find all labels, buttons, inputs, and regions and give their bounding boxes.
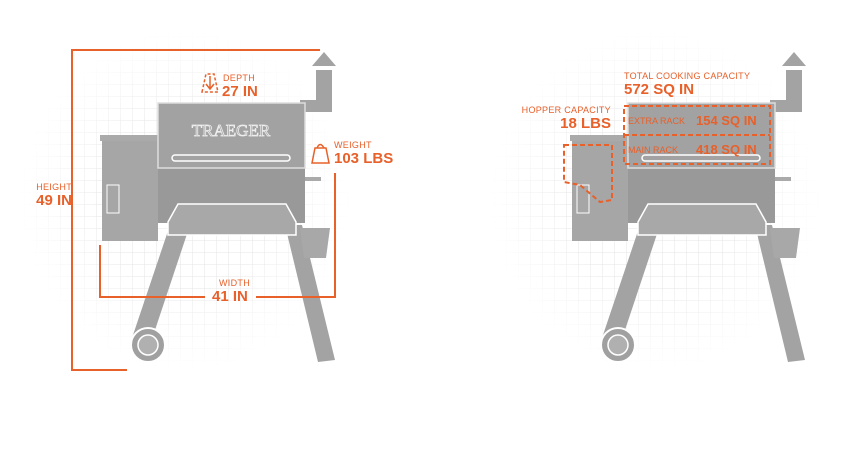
weight-label: WEIGHT [334,140,372,150]
depth-value: 27 IN [222,83,258,100]
total-capacity-value: 572 SQ IN [624,81,695,98]
height-label: HEIGHT [36,182,72,192]
main-rack-value: 418 SQ IN [696,142,757,157]
width-value: 41 IN [212,288,248,305]
depth-label: DEPTH [223,73,256,83]
weight-icon [311,143,330,164]
dimension-lines [71,49,336,371]
total-capacity-label: TOTAL COOKING CAPACITY [624,71,751,81]
extra-rack-value: 154 SQ IN [696,113,757,128]
height-value: 49 IN [36,192,72,209]
weight-value: 103 LBS [334,150,394,167]
hopper-capacity-value: 18 LBS [560,115,611,132]
capacity-outlines [563,105,771,204]
brand-logo: TRAEGER [192,121,271,140]
extra-rack-label: EXTRA RACK [628,116,686,126]
depth-icon [201,73,219,93]
width-label: WIDTH [219,278,250,288]
hopper-capacity-label: HOPPER CAPACITY [521,105,611,115]
main-rack-label: MAIN RACK [628,145,679,155]
